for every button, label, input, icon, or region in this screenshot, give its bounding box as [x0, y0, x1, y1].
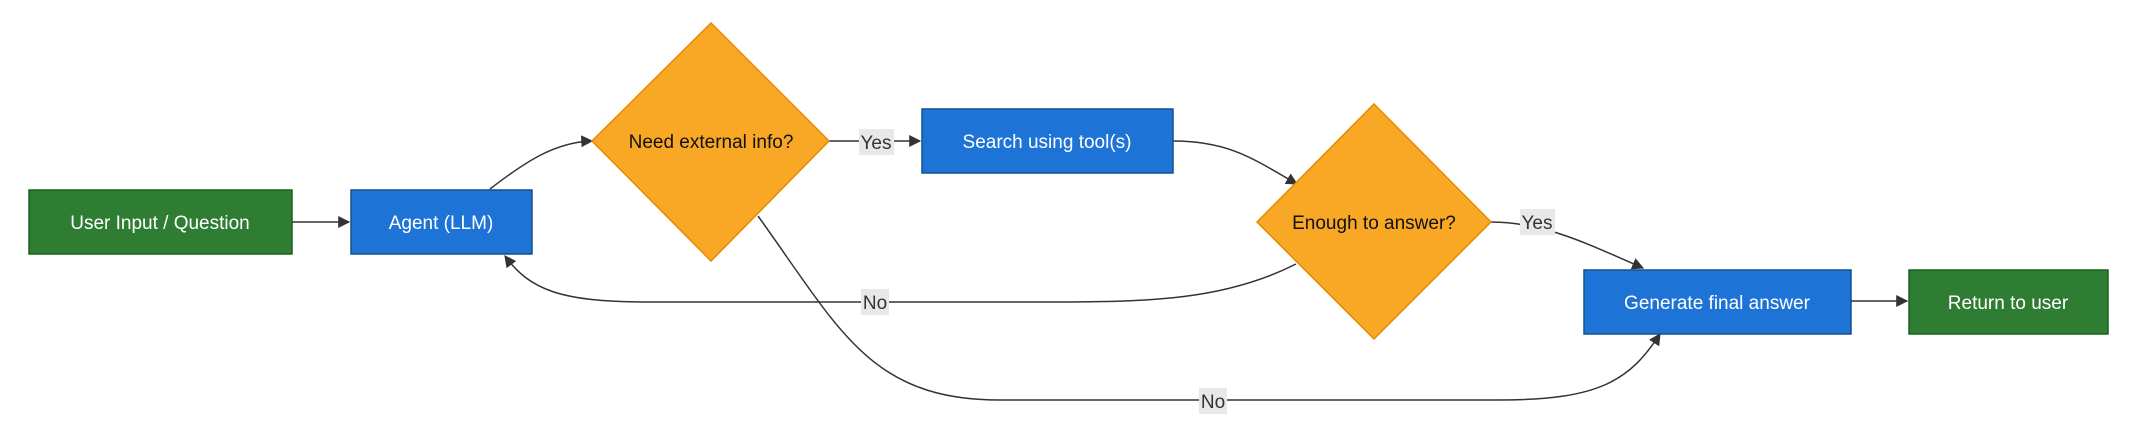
nodes: User Input / Question Agent (LLM) Need e…: [28, 21, 2109, 341]
node-shape: [590, 21, 831, 263]
node-shape: [1583, 269, 1852, 335]
edge-enough-yes-to-generate: [1490, 221, 1645, 270]
node-label: User Input / Question: [70, 213, 250, 234]
edge-agent-to-need-info: [489, 135, 594, 190]
edge-label-need-no: No: [1201, 392, 1225, 413]
edge-label-bg: [1520, 209, 1555, 235]
node-shape: [1908, 269, 2109, 335]
node-need-info-decision: Need external info?: [590, 21, 831, 263]
node-label: Enough to answer?: [1292, 213, 1456, 234]
edges: [292, 135, 1909, 401]
node-shape: [28, 189, 293, 255]
node-agent: Agent (LLM): [350, 189, 533, 255]
node-shape: [350, 189, 533, 255]
edge-labels: Yes Yes No No: [859, 129, 1555, 414]
node-user-input: User Input / Question: [28, 189, 293, 255]
node-search: Search using tool(s): [921, 108, 1174, 174]
node-label: Generate final answer: [1624, 293, 1811, 314]
edge-label-bg: [861, 289, 889, 315]
node-generate: Generate final answer: [1583, 269, 1852, 335]
node-shape: [1255, 102, 1493, 341]
node-label: Return to user: [1948, 293, 2069, 314]
edge-label-need-yes: Yes: [861, 133, 892, 154]
edge-enough-no-to-agent: [504, 255, 1297, 303]
edge-label-enough-no: No: [863, 293, 887, 314]
node-label: Agent (LLM): [389, 213, 494, 234]
edge-label-bg: [859, 129, 894, 155]
node-enough-decision: Enough to answer?: [1255, 102, 1493, 341]
node-return-user: Return to user: [1908, 269, 2109, 335]
node-label: Need external info?: [629, 132, 794, 153]
edge-label-bg: [1199, 388, 1227, 414]
node-shape: [921, 108, 1174, 174]
edge-search-to-enough: [1172, 140, 1299, 185]
node-label: Search using tool(s): [963, 132, 1132, 153]
edge-label-enough-yes: Yes: [1522, 213, 1553, 234]
edge-need-info-no-to-generate: [757, 215, 1661, 401]
